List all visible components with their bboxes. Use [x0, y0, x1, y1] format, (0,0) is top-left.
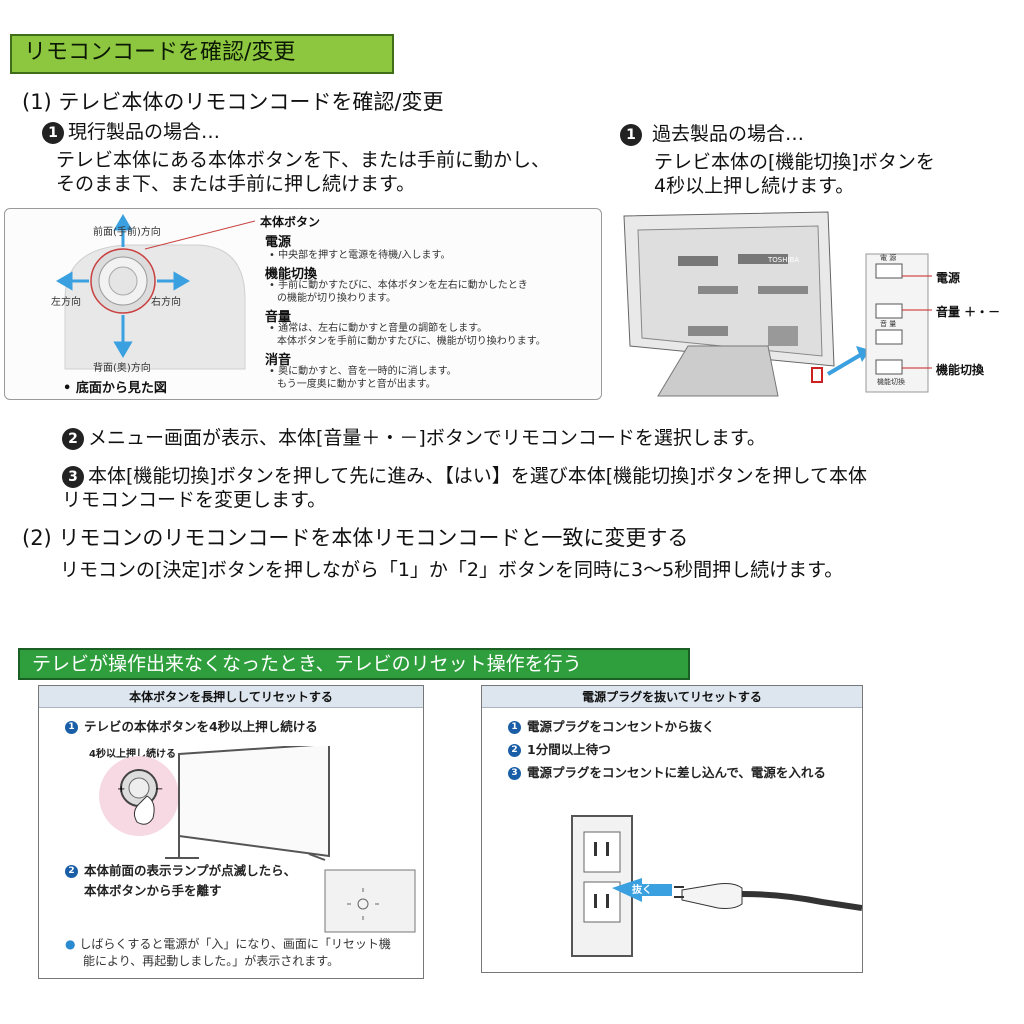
- main-button-illustration: [56, 214, 255, 370]
- label-right: 右方向: [151, 297, 181, 308]
- reset-box-button: 本体ボタンを長押ししてリセットする 1 テレビの本体ボタンを4秒以上押し続ける 4…: [38, 685, 424, 979]
- reset-button-step2-text-a: 本体前面の表示ランプが点滅したら、: [84, 863, 297, 878]
- note-bullet-icon: ●: [65, 937, 76, 951]
- current-line2: そのまま下、または手前に押し続けます。: [56, 173, 416, 195]
- mute-desc-2: もう一度奥に動かすと音が出ます。: [277, 379, 436, 390]
- panel-volume-label: 音 量: [880, 320, 897, 328]
- main-button-heading: 本体ボタン: [260, 215, 321, 229]
- func-desc-1: • 手前に動かすたびに、本体ボタンを左右に動かしたとき: [269, 280, 528, 291]
- main-button-diagram: 前面(手前)方向 左方向 右方向 背面(奥)方向 • 底面から見た図 本体ボタン…: [4, 208, 602, 400]
- number-3-badge: 3: [62, 465, 84, 488]
- step3-text-1: 本体[機能切換]ボタンを押して先に進み、【はい】を選び本体[機能切換]ボタンを押…: [88, 465, 868, 487]
- callout-volume: 音量 ＋・－: [936, 305, 1001, 319]
- past-line2: 4秒以上押し続けます。: [654, 175, 855, 197]
- tv-back-diagram: TOSHIBA 電 源 音 量 機能切換 電源 音量 ＋・－ 機能切換: [618, 206, 1002, 406]
- number-2-badge: 2: [62, 427, 84, 450]
- panel-func-label: 機能切換: [877, 378, 905, 386]
- label-left: 左方向: [51, 297, 81, 308]
- section-header-reset: テレビが操作出来なくなったとき、テレビのリセット操作を行う: [18, 648, 690, 680]
- brand-text: TOSHIBA: [767, 256, 799, 264]
- volume-desc-1: • 通常は、左右に動かすと音量の調節をします。: [269, 323, 488, 334]
- section-header-remote-code: リモコンコードを確認/変更: [10, 34, 394, 74]
- step3-line2: リモコンコードを変更します。: [62, 489, 327, 511]
- step4-title: (2) リモコンのリモコンコードを本体リモコンコードと一致に変更する: [22, 526, 689, 550]
- plug-step1-text: 電源プラグをコンセントから抜く: [527, 719, 715, 734]
- reset-box-plug: 電源プラグを抜いてリセットする 1 電源プラグをコンセントから抜く 2 1分間以上待…: [481, 685, 863, 973]
- section-header-reset-text: テレビが操作出来なくなったとき、テレビのリセット操作を行う: [32, 653, 582, 675]
- volume-heading: 音量: [265, 310, 292, 325]
- step-badge: 1: [65, 721, 78, 734]
- label-bottom-view: • 底面から見た図: [63, 381, 167, 396]
- step4-text: リモコンの[決定]ボタンを押しながら「1」か「2」ボタンを同時に3～5秒間押し続…: [60, 559, 844, 581]
- reset-note-1-text: しばらくすると電源が「入」になり、画面に「リセット機: [79, 937, 391, 951]
- number-1-badge-past: 1: [620, 123, 642, 146]
- volume-desc-2: 本体ボタンを手前に動かすたびに、機能が切り換わります。: [277, 336, 546, 347]
- label-front: 前面(手前)方向: [93, 227, 161, 238]
- svg-text:−: −: [155, 784, 163, 795]
- step-badge: 3: [508, 767, 521, 780]
- outlet-plug-illustration: [571, 815, 862, 957]
- label-back: 背面(奥)方向: [93, 363, 151, 374]
- func-desc-2: の機能が切り換わります。: [277, 293, 396, 304]
- past-product-title: 1 過去製品の場合…: [620, 122, 804, 146]
- func-heading: 機能切換: [265, 267, 318, 282]
- svg-text:+: +: [117, 784, 125, 795]
- hold-label: 4秒以上押し続ける: [89, 749, 176, 760]
- mute-desc-1: • 奥に動かすと、音を一時的に消します。: [269, 366, 457, 377]
- past-line1: テレビ本体の[機能切換]ボタンを: [654, 151, 935, 173]
- step2-text: メニュー画面が表示、本体[音量＋・－]ボタンでリモコンコードを選択します。: [88, 427, 766, 449]
- power-desc: • 中央部を押すと電源を待機/入します。: [269, 250, 451, 261]
- tv-hand-illustration: + −: [99, 746, 330, 861]
- mute-heading: 消音: [265, 353, 292, 368]
- power-heading: 電源: [265, 235, 292, 250]
- step-badge: 2: [508, 744, 521, 757]
- plug-step1: 1 電源プラグをコンセントから抜く: [508, 716, 715, 735]
- step1-title: (1) テレビ本体のリモコンコードを確認/変更: [22, 90, 444, 114]
- plug-step3: 3 電源プラグをコンセントに差し込んで、電源を入れる: [508, 762, 826, 781]
- section-header-text: リモコンコードを確認/変更: [24, 40, 296, 65]
- plug-step2-text: 1分間以上待つ: [527, 742, 611, 757]
- reset-button-step2-b: 本体ボタンから手を離す: [84, 883, 222, 898]
- current-title-text: 現行製品の場合…: [68, 121, 221, 143]
- step-badge: 2: [65, 865, 78, 878]
- tv-back-illustration: TOSHIBA: [623, 211, 932, 397]
- reset-note-2: 能により、再起動しました。」が表示されます。: [83, 954, 340, 968]
- reset-button-step2: 2 本体前面の表示ランプが点滅したら、: [65, 860, 296, 879]
- plug-step2: 2 1分間以上待つ: [508, 739, 611, 758]
- current-line1: テレビ本体にある本体ボタンを下、または手前に動かし、: [56, 149, 551, 171]
- reset-box-plug-title: 電源プラグを抜いてリセットする: [482, 686, 862, 708]
- callout-power: 電源: [936, 271, 961, 285]
- pull-label: 抜く: [632, 885, 652, 896]
- step-badge: 1: [508, 721, 521, 734]
- reset-note-1: ● しばらくすると電源が「入」になり、画面に「リセット機: [65, 936, 391, 952]
- reset-button-step1: 1 テレビの本体ボタンを4秒以上押し続ける: [65, 716, 318, 735]
- panel-power-label: 電 源: [880, 254, 897, 262]
- reset-box-button-title: 本体ボタンを長押ししてリセットする: [39, 686, 423, 708]
- reset-button-step1-text: テレビの本体ボタンを4秒以上押し続ける: [84, 719, 318, 734]
- callout-func: 機能切換: [936, 363, 985, 377]
- lamp-illustration: [324, 869, 416, 933]
- plug-step3-text: 電源プラグをコンセントに差し込んで、電源を入れる: [527, 765, 826, 780]
- past-title-text: 過去製品の場合…: [652, 123, 805, 145]
- number-1-badge: 1: [42, 121, 64, 144]
